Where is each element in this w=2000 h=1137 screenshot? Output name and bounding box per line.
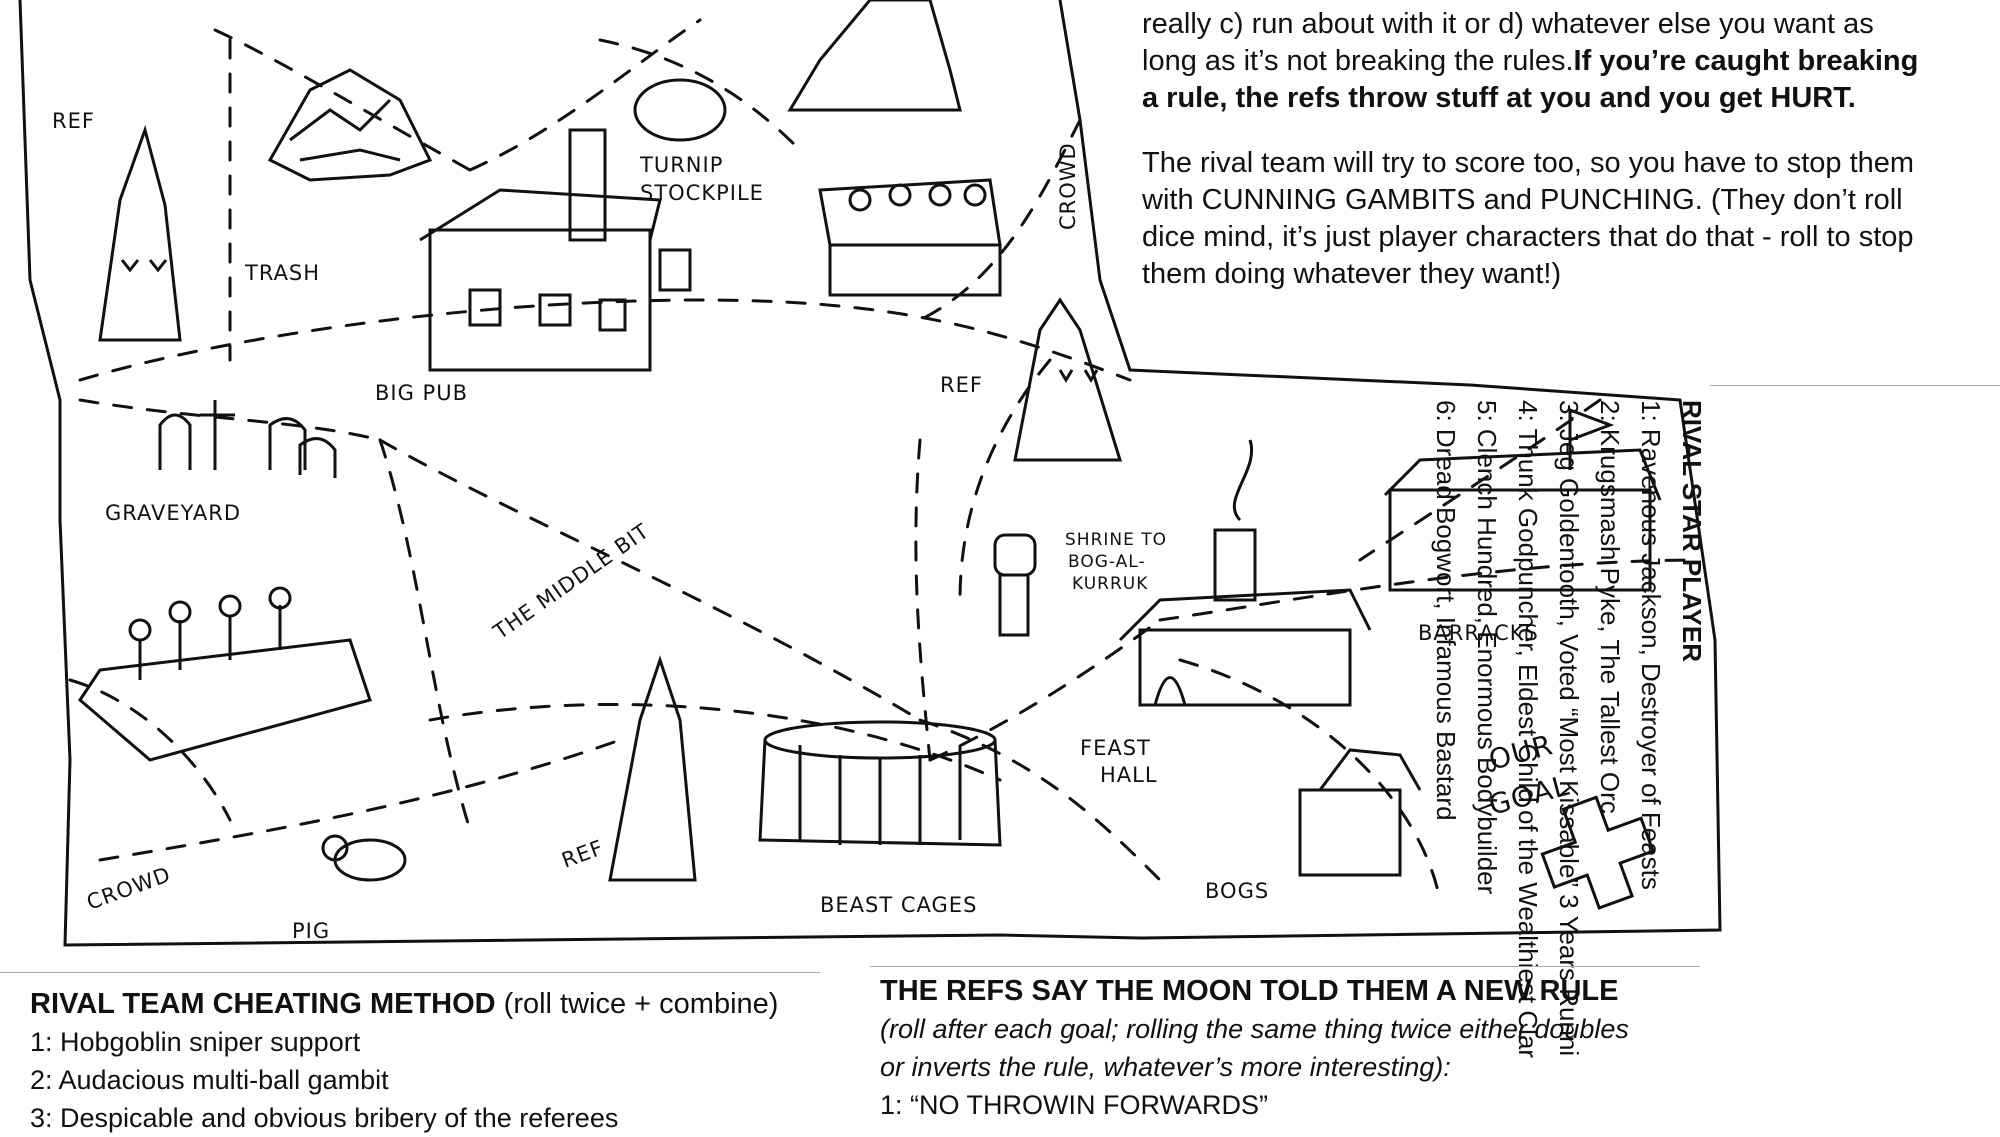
label-ref-mid: REF bbox=[940, 373, 983, 397]
label-shrine-1: SHRINE TO bbox=[1065, 530, 1167, 550]
map-features bbox=[78, 0, 1662, 910]
bogs-hut-icon bbox=[1298, 748, 1422, 877]
beast-cages-icon bbox=[758, 720, 1002, 847]
rules-line-1: really c) run about with it or d) whatev… bbox=[1142, 8, 1874, 40]
label-barracks: BARRACKS bbox=[1418, 621, 1539, 645]
rules-para2-line-3: dice mind, it’s just player characters t… bbox=[1142, 221, 1914, 253]
label-hall: HALL bbox=[1100, 763, 1158, 787]
moon-rule-note-1: (roll after each goal; rolling the same … bbox=[880, 1014, 1629, 1044]
big-pub-icon bbox=[419, 128, 692, 372]
cheating-item: 2: Audacious multi-ball gambit bbox=[30, 1065, 389, 1095]
label-bogs: BOGS bbox=[1205, 879, 1269, 903]
label-shrine-2: BOG-AL- bbox=[1068, 552, 1146, 572]
label-pig: PIG bbox=[292, 919, 330, 943]
moon-rule-item: 1: “NO THROWIN FORWARDS” bbox=[880, 1090, 1268, 1120]
divider-star-player bbox=[1710, 385, 2000, 386]
rules-line-3-bold: a rule, the refs throw stuff at you and … bbox=[1142, 82, 1856, 114]
cheating-heading-title: RIVAL TEAM CHEATING METHOD bbox=[30, 988, 496, 1020]
shrine-fist-icon bbox=[993, 533, 1037, 637]
cheating-heading-note: (roll twice + combine) bbox=[503, 988, 779, 1020]
cheating-heading: RIVAL TEAM CHEATING METHOD (roll twice +… bbox=[30, 985, 850, 1023]
rules-line-2-text: long as it’s not breaking the rules. bbox=[1142, 45, 1574, 77]
label-ref-bottom: REF bbox=[559, 835, 608, 872]
cheating-item: 1: Hobgoblin sniper support bbox=[30, 1027, 361, 1057]
label-graveyard: GRAVEYARD bbox=[105, 501, 241, 525]
rules-para2-line-2: with CUNNING GAMBITS and PUNCHING. (They… bbox=[1142, 184, 1903, 216]
trash-pile-icon bbox=[267, 68, 433, 182]
crowd-stand-left-icon bbox=[78, 586, 372, 762]
label-trash: TRASH bbox=[244, 261, 320, 285]
moon-rule-note-2: or inverts the rule, whatever’s more int… bbox=[880, 1052, 1451, 1082]
rules-line-3: a rule, the refs throw stuff at you and … bbox=[1142, 80, 1982, 117]
pig-icon bbox=[321, 834, 407, 882]
label-feast: FEAST bbox=[1080, 736, 1151, 760]
feast-hall-icon bbox=[1118, 439, 1372, 707]
rules-text: really c) run about with it or d) whatev… bbox=[1142, 0, 1982, 293]
label-crowd-top: CROWD bbox=[1056, 142, 1080, 230]
rules-para2-line-4: them doing whatever they want!) bbox=[1142, 258, 1562, 290]
ref-tree-icon bbox=[98, 124, 182, 342]
goal-cross-icon bbox=[1540, 795, 1655, 910]
label-shrine-3: KURRUK bbox=[1072, 574, 1148, 594]
divider-bottom-left bbox=[0, 972, 820, 973]
label-stockpile: STOCKPILE bbox=[640, 181, 764, 205]
label-crowd-bottom: CROWD bbox=[84, 862, 175, 915]
crowd-stand-top-icon bbox=[818, 178, 1002, 297]
barracks-icon bbox=[1383, 407, 1662, 592]
ref-tree-mid-icon bbox=[1013, 297, 1123, 462]
moon-rule-heading: THE REFS SAY THE MOON TOLD THEM A NEW RU… bbox=[880, 975, 1619, 1007]
turnip-stockpile-icon bbox=[633, 78, 727, 142]
tower-icon bbox=[787, 0, 962, 112]
graveyard-icon bbox=[158, 400, 337, 478]
label-turnip: TURNIP bbox=[639, 153, 723, 177]
divider-bottom-mid bbox=[870, 966, 1700, 967]
label-big-pub: BIG PUB bbox=[375, 381, 468, 405]
label-ref-topleft: REF bbox=[52, 109, 95, 133]
rules-line-2: long as it’s not breaking the rules.If y… bbox=[1142, 43, 1982, 80]
label-beast-cages: BEAST CAGES bbox=[820, 893, 977, 917]
ref-tree-bottom-icon bbox=[608, 655, 697, 882]
cheating-method-table: RIVAL TEAM CHEATING METHOD (roll twice +… bbox=[30, 985, 850, 1137]
rules-line-2-bold: If you’re caught breaking bbox=[1573, 45, 1919, 77]
moon-rule-table: THE REFS SAY THE MOON TOLD THEM A NEW RU… bbox=[880, 972, 1700, 1124]
rules-para2-line-1: The rival team will try to score too, so… bbox=[1142, 147, 1915, 179]
cheating-item: 3: Despicable and obvious bribery of the… bbox=[30, 1103, 619, 1133]
